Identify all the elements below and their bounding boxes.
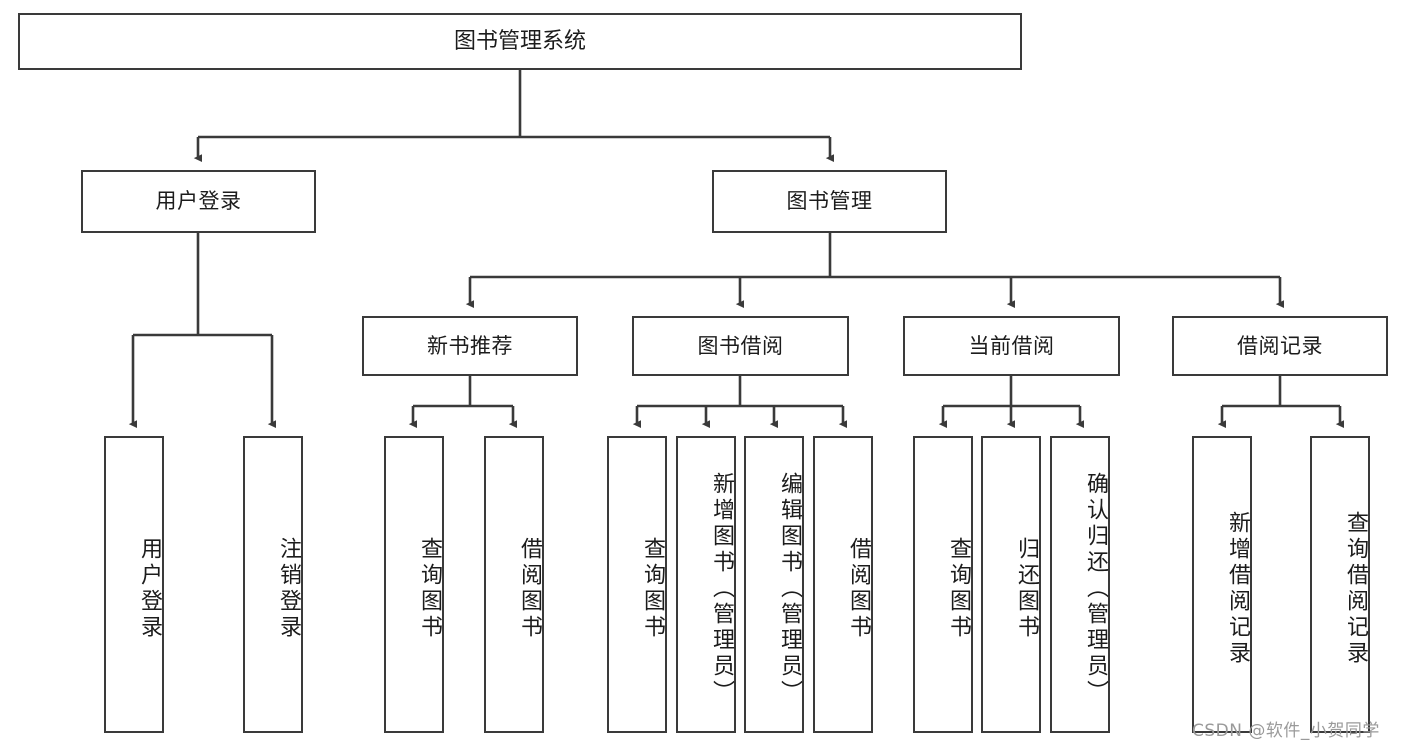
leaf-user-login-signin[interactable]: 用户登录 [104,436,164,733]
leaf-borrow-add-book-admin[interactable]: 新增图书（管理员） [676,436,736,733]
leaf-current-confirm-return-admin[interactable]: 确认归还（管理员） [1050,436,1110,733]
node-label: 查询图书 [640,536,665,641]
leaf-borrow-edit-book-admin[interactable]: 编辑图书（管理员） [744,436,804,733]
node-label: 查询图书 [946,536,971,641]
node-label: 图书借阅 [697,333,784,358]
node-label: 查询借阅记录 [1343,510,1368,667]
node-label: 借阅图书 [846,536,871,641]
node-label: 归还图书 [1014,536,1039,641]
leaf-records-query-record[interactable]: 查询借阅记录 [1310,436,1370,733]
leaf-current-query-book[interactable]: 查询图书 [913,436,973,733]
node-label: 注销登录 [276,536,301,641]
node-label: 图书管理 [786,189,873,214]
node-root-system[interactable]: 图书管理系统 [18,13,1022,70]
node-user-login[interactable]: 用户登录 [81,170,316,233]
watermark-text: CSDN @软件_小贺同学 [1192,721,1380,741]
node-book-management[interactable]: 图书管理 [712,170,947,233]
leaf-current-return-book[interactable]: 归还图书 [981,436,1041,733]
node-label: 用户登录 [137,536,162,641]
node-label: 查询图书 [417,536,442,641]
node-borrow-records[interactable]: 借阅记录 [1172,316,1388,376]
node-label: 用户登录 [155,189,242,214]
leaf-new-book-borrow[interactable]: 借阅图书 [484,436,544,733]
node-label: 确认归还（管理员） [1083,471,1108,706]
node-label: 新增借阅记录 [1225,510,1250,667]
leaf-user-login-signout[interactable]: 注销登录 [243,436,303,733]
node-label: 新书推荐 [427,333,513,358]
leaf-new-book-query[interactable]: 查询图书 [384,436,444,733]
leaf-borrow-borrow-book[interactable]: 借阅图书 [813,436,873,733]
node-current-borrow[interactable]: 当前借阅 [903,316,1120,376]
node-book-borrow[interactable]: 图书借阅 [632,316,849,376]
node-label: 新增图书（管理员） [709,471,734,706]
node-new-book-recommend[interactable]: 新书推荐 [362,316,578,376]
node-label: 图书管理系统 [453,28,586,54]
node-label: 借阅记录 [1237,333,1323,358]
node-label: 编辑图书（管理员） [777,471,802,706]
node-label: 借阅图书 [517,536,542,641]
leaf-borrow-query-book[interactable]: 查询图书 [607,436,667,733]
node-label: 当前借阅 [968,333,1055,358]
leaf-records-add-record[interactable]: 新增借阅记录 [1192,436,1252,733]
